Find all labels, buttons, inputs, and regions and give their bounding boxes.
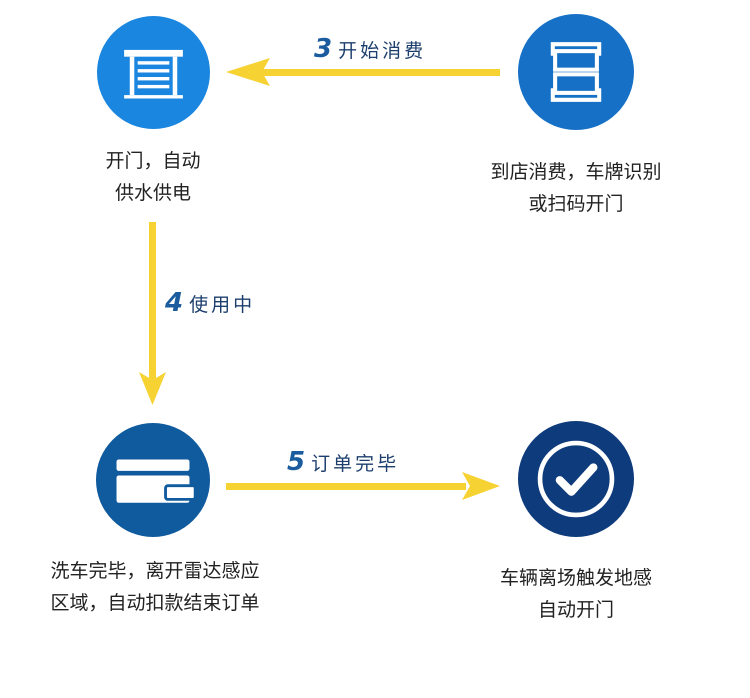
caption-line: 供水供电	[114, 182, 191, 204]
card-icon	[116, 459, 197, 503]
open-door-caption: 开门，自动 供水供电	[53, 145, 253, 209]
arrow-step-4	[149, 222, 156, 387]
caption-line: 车辆离场触发地感	[499, 567, 652, 589]
scan-caption: 到店消费，车牌识别 或扫码开门	[466, 156, 686, 220]
step-text: 开始消费	[338, 40, 427, 62]
caption-line: 开门，自动	[105, 150, 201, 172]
caption-line: 或扫码开门	[528, 193, 624, 215]
arrow-step-5	[226, 483, 466, 490]
step-text: 订单完毕	[311, 453, 400, 475]
scan-frame-icon	[550, 42, 602, 102]
done-caption: 车辆离场触发地感 自动开门	[466, 562, 686, 626]
arrow-head-left	[226, 58, 270, 86]
check-circle-icon	[537, 440, 615, 518]
arrow-head-down	[139, 372, 166, 405]
caption-line: 自动开门	[537, 599, 614, 621]
arrow-step-3	[262, 69, 500, 76]
payment-caption: 洗车完毕，离开雷达感应 区域，自动扣款结束订单	[20, 555, 290, 619]
caption-line: 区域，自动扣款结束订单	[50, 592, 260, 614]
payment-node	[96, 423, 210, 537]
open-door-node	[97, 16, 210, 129]
step-number: 5	[287, 447, 306, 477]
caption-line: 洗车完毕，离开雷达感应	[50, 560, 260, 582]
done-node	[518, 421, 634, 537]
arrow-head-right	[462, 472, 500, 500]
caption-line: 到店消费，车牌识别	[490, 161, 662, 183]
scan-node	[518, 14, 634, 130]
step-number: 4	[165, 288, 184, 318]
step-text: 使用中	[189, 294, 256, 316]
step-number: 3	[314, 34, 333, 64]
shutter-door-icon	[124, 49, 183, 99]
